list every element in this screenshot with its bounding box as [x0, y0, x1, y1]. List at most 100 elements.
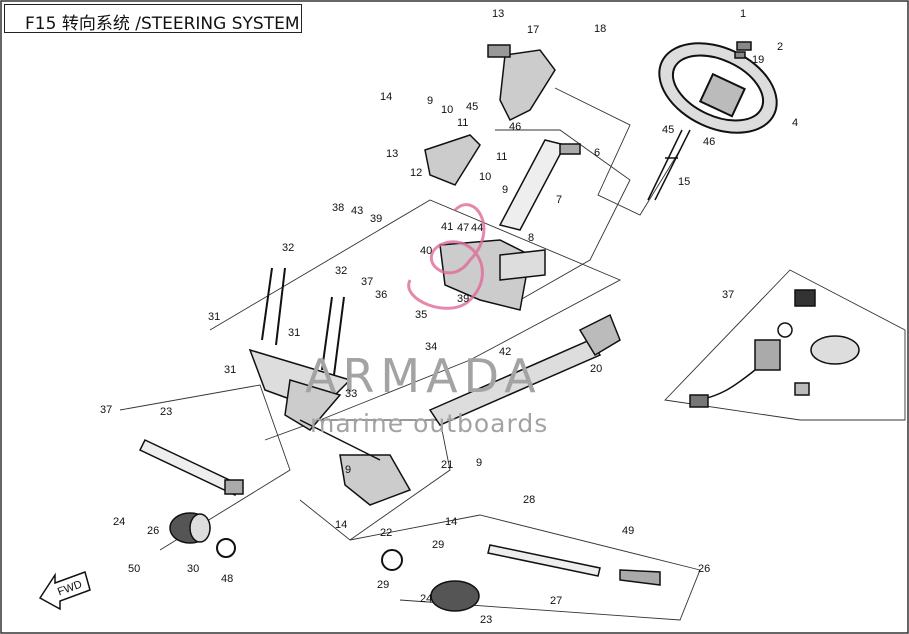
callout-21: 21	[441, 459, 453, 471]
callout-46: 46	[509, 121, 521, 133]
group-boundaries	[119, 87, 906, 621]
callout-14: 14	[445, 516, 457, 528]
callout-27: 27	[550, 595, 562, 607]
callout-48: 48	[221, 573, 233, 585]
right-tierod-boundary	[349, 514, 701, 621]
callout-34: 34	[425, 341, 437, 353]
callout-9: 9	[476, 457, 482, 469]
callout-39: 39	[457, 293, 469, 305]
callout-17: 17	[527, 24, 539, 36]
callout-41: 41	[441, 221, 453, 233]
callout-31: 31	[208, 311, 220, 323]
mount-frame-33	[248, 348, 352, 431]
callout-31: 31	[224, 364, 236, 376]
callout-46: 46	[703, 136, 715, 148]
clamp-28	[381, 549, 403, 571]
page-title: F15 转向系统 /STEERING SYSTEM	[25, 14, 300, 34]
callout-6: 6	[594, 147, 600, 159]
callout-labels: 1 21 9 4 45 46 15 13 17 18 14 9 10 11 45 46 6 13 11 12 10 9 7 8…	[100, 8, 798, 626]
callout-23: 23	[480, 614, 492, 626]
callout-45: 45	[466, 101, 478, 113]
callout-33: 33	[345, 388, 357, 400]
callout-30: 30	[187, 563, 199, 575]
upper-bracket-17	[487, 44, 556, 122]
column-tube-7	[498, 139, 581, 231]
title-box: F15 转向系统 /STEERING SYSTEM	[4, 4, 302, 34]
callout-10: 10	[441, 104, 453, 116]
callout-9: 9	[345, 464, 351, 476]
ignition-boundary	[664, 269, 906, 421]
callout-29: 29	[377, 579, 389, 591]
watermark: ARMADA marine outboards	[305, 203, 548, 438]
tie-rod-left-23	[138, 439, 244, 496]
callout-26: 26	[698, 563, 710, 575]
callout-31: 31	[288, 327, 300, 339]
callout-24: 24	[420, 593, 432, 605]
callout-13: 13	[492, 8, 504, 20]
callout-14: 14	[335, 519, 347, 531]
callout-4: 4	[792, 117, 798, 129]
callout-37: 37	[361, 276, 373, 288]
callout-45: 45	[662, 124, 674, 136]
callout-28: 28	[523, 494, 535, 506]
callout-12: 12	[410, 167, 422, 179]
callout-13: 13	[386, 148, 398, 160]
mid-column-boundary	[209, 199, 622, 421]
callout-47: 47	[457, 222, 469, 234]
watermark-brand: ARMADA	[305, 349, 542, 403]
callout-32: 32	[282, 242, 294, 254]
callout-37: 37	[722, 289, 734, 301]
callout-9: 9	[502, 184, 508, 196]
watermark-tagline: marine outboards	[310, 409, 548, 438]
callout-39: 39	[370, 213, 382, 225]
callout-29: 29	[432, 539, 444, 551]
bracket-12	[424, 134, 481, 186]
callout-37: 37	[100, 404, 112, 416]
ignition-assembly-51	[689, 289, 860, 408]
callout-20: 20	[590, 363, 602, 375]
intermediate-shaft-20	[428, 313, 621, 426]
callout-50: 50	[128, 563, 140, 575]
long-bolts-32	[261, 267, 345, 376]
callout-8: 8	[528, 232, 534, 244]
callout-11: 11	[457, 117, 468, 129]
rack-housing-21	[299, 419, 412, 506]
callout-15: 15	[678, 176, 690, 188]
callout-9: 9	[427, 95, 433, 107]
boot-right-27	[430, 580, 480, 612]
callout-35: 35	[415, 309, 427, 321]
callout-14: 14	[380, 91, 392, 103]
callout-44: 44	[471, 222, 483, 234]
callout-42: 42	[499, 346, 511, 358]
boot-left-30	[169, 512, 211, 544]
tilt-mechanism	[439, 239, 546, 311]
callout-7: 7	[556, 194, 562, 206]
fwd-arrow	[38, 571, 91, 611]
callout-11: 11	[496, 151, 507, 163]
callout-24: 24	[113, 516, 125, 528]
callout-2: 2	[777, 41, 783, 53]
upper-column-boundary	[495, 129, 631, 301]
clamp-48	[216, 538, 236, 558]
left-tierod-boundary	[119, 384, 291, 551]
callout-1: 1	[740, 8, 746, 20]
steering-wheel-boundary	[554, 87, 681, 216]
tie-rod-right-23	[487, 544, 661, 586]
steering-shaft-15	[647, 129, 691, 201]
callout-22: 22	[380, 527, 392, 539]
callout-26: 26	[147, 525, 159, 537]
callout-32: 32	[335, 265, 347, 277]
callout-38: 38	[332, 202, 344, 214]
callout-23: 23	[160, 406, 172, 418]
callout-18: 18	[594, 23, 606, 35]
steering-wheel	[658, 42, 778, 134]
callout-43: 43	[351, 205, 363, 217]
callout-40: 40	[420, 245, 432, 257]
callout-36: 36	[375, 289, 387, 301]
callout-49: 49	[622, 525, 634, 537]
horn-cap-1-2-19	[734, 41, 752, 59]
callout-10: 10	[479, 171, 491, 183]
